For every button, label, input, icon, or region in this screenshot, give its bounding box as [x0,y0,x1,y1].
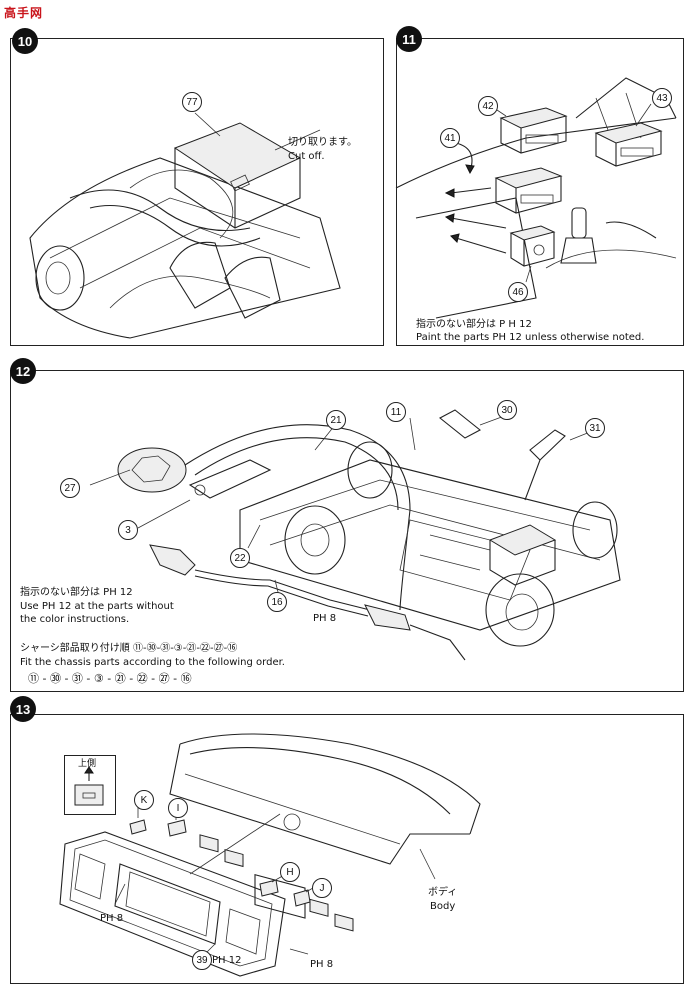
step12-part-30: 30 [497,400,517,420]
step13-ph8-left: PH 8 [100,913,124,924]
step13-part-K: K [134,790,154,810]
step13-part-39: 39 [192,950,212,970]
step12-chassis-illustration [89,409,621,661]
step13-body-jp: ボディ [428,887,458,898]
step11-note-en: Paint the parts PH 12 unless otherwise n… [416,332,645,343]
step10-badge: 10 [12,28,38,54]
step12-ph8-label: PH 8 [313,613,337,624]
step11-part-41: 41 [440,128,460,148]
step11-part-43: 43 [652,88,672,108]
step11-panel [396,38,684,346]
step13-part-H: H [280,862,300,882]
step12-order-seq: ⑪ - ㉚ - ㉛ - ③ - ㉑ - ㉒ - ㉗ - ⑯ [28,672,192,685]
step12-badge: 12 [10,358,36,384]
step13-ph12: PH 12 [212,955,242,966]
step12-part-3: 3 [118,520,138,540]
step13-part-J: J [312,878,332,898]
step10-part-77: 77 [182,92,202,112]
step12-part-16: 16 [267,592,287,612]
upper-side-arrow-icon [74,766,104,806]
step10-panel [10,38,384,346]
step12-order-jp: シャーシ部品取り付け順 ⑪-㉚-㉛-③-㉑-㉒-㉗-⑯ [20,643,238,654]
step13-ph8-right: PH 8 [310,959,334,970]
step13-badge: 13 [10,696,36,722]
step10-chassis-illustration [29,112,341,339]
upper-side-label: 上側 [78,759,97,769]
step12-part-21: 21 [326,410,346,430]
site-logo: 高手网 [4,6,44,20]
step12-note-jp: 指示のない部分は PH 12 [20,587,133,598]
step12-note-en1: Use PH 12 at the parts without [20,601,174,612]
step11-part-46: 46 [508,282,528,302]
step12-note-en2: the color instructions. [20,614,130,625]
step11-dashboard-illustration [395,77,677,319]
step12-part-27: 27 [60,478,80,498]
step12-part-31: 31 [585,418,605,438]
step10-cut-en: Cut off. [288,151,325,162]
step13-part-I: I [168,798,188,818]
step11-part-42: 42 [478,96,498,116]
step13-panel [10,714,684,984]
step12-part-11: 11 [386,402,406,422]
step13-body-en: Body [430,901,456,912]
step13-grille-illustration [59,733,481,977]
step12-part-22: 22 [230,548,250,568]
step11-badge: 11 [396,26,422,52]
step12-order-en: Fit the chassis parts according to the f… [20,657,285,668]
step10-cut-jp: 切り取ります。 [288,137,357,148]
step11-note-jp: 指示のない部分は P H 12 [416,319,532,330]
